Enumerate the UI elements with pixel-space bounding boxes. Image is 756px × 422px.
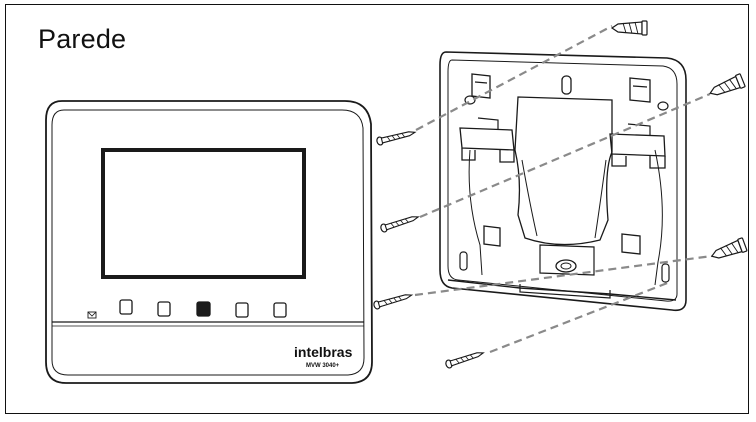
wall-bracket [439, 51, 687, 312]
diagram-title: Parede [38, 24, 127, 54]
screw-icon [375, 127, 417, 147]
guide-lines [414, 25, 713, 354]
brand-logo: intelbras [294, 344, 353, 360]
wall-anchor-icon [706, 73, 746, 101]
monitor-button-4 [235, 302, 249, 318]
monitor-screen [101, 148, 306, 279]
monitor-device: intelbras MVW 3040+ [45, 100, 373, 384]
monitor-button-1 [119, 299, 133, 315]
monitor-button-5 [273, 302, 287, 318]
wall-anchor-icon [708, 237, 748, 264]
model-label: MVW 3040+ [306, 363, 340, 369]
screw-icon [372, 290, 414, 311]
envelope-icon [87, 311, 97, 319]
screw-icon [379, 212, 421, 234]
wall-anchor-icon [611, 20, 648, 36]
monitor-button-3 [196, 301, 211, 317]
screw-icon [444, 348, 486, 370]
monitor-button-2 [157, 301, 171, 317]
